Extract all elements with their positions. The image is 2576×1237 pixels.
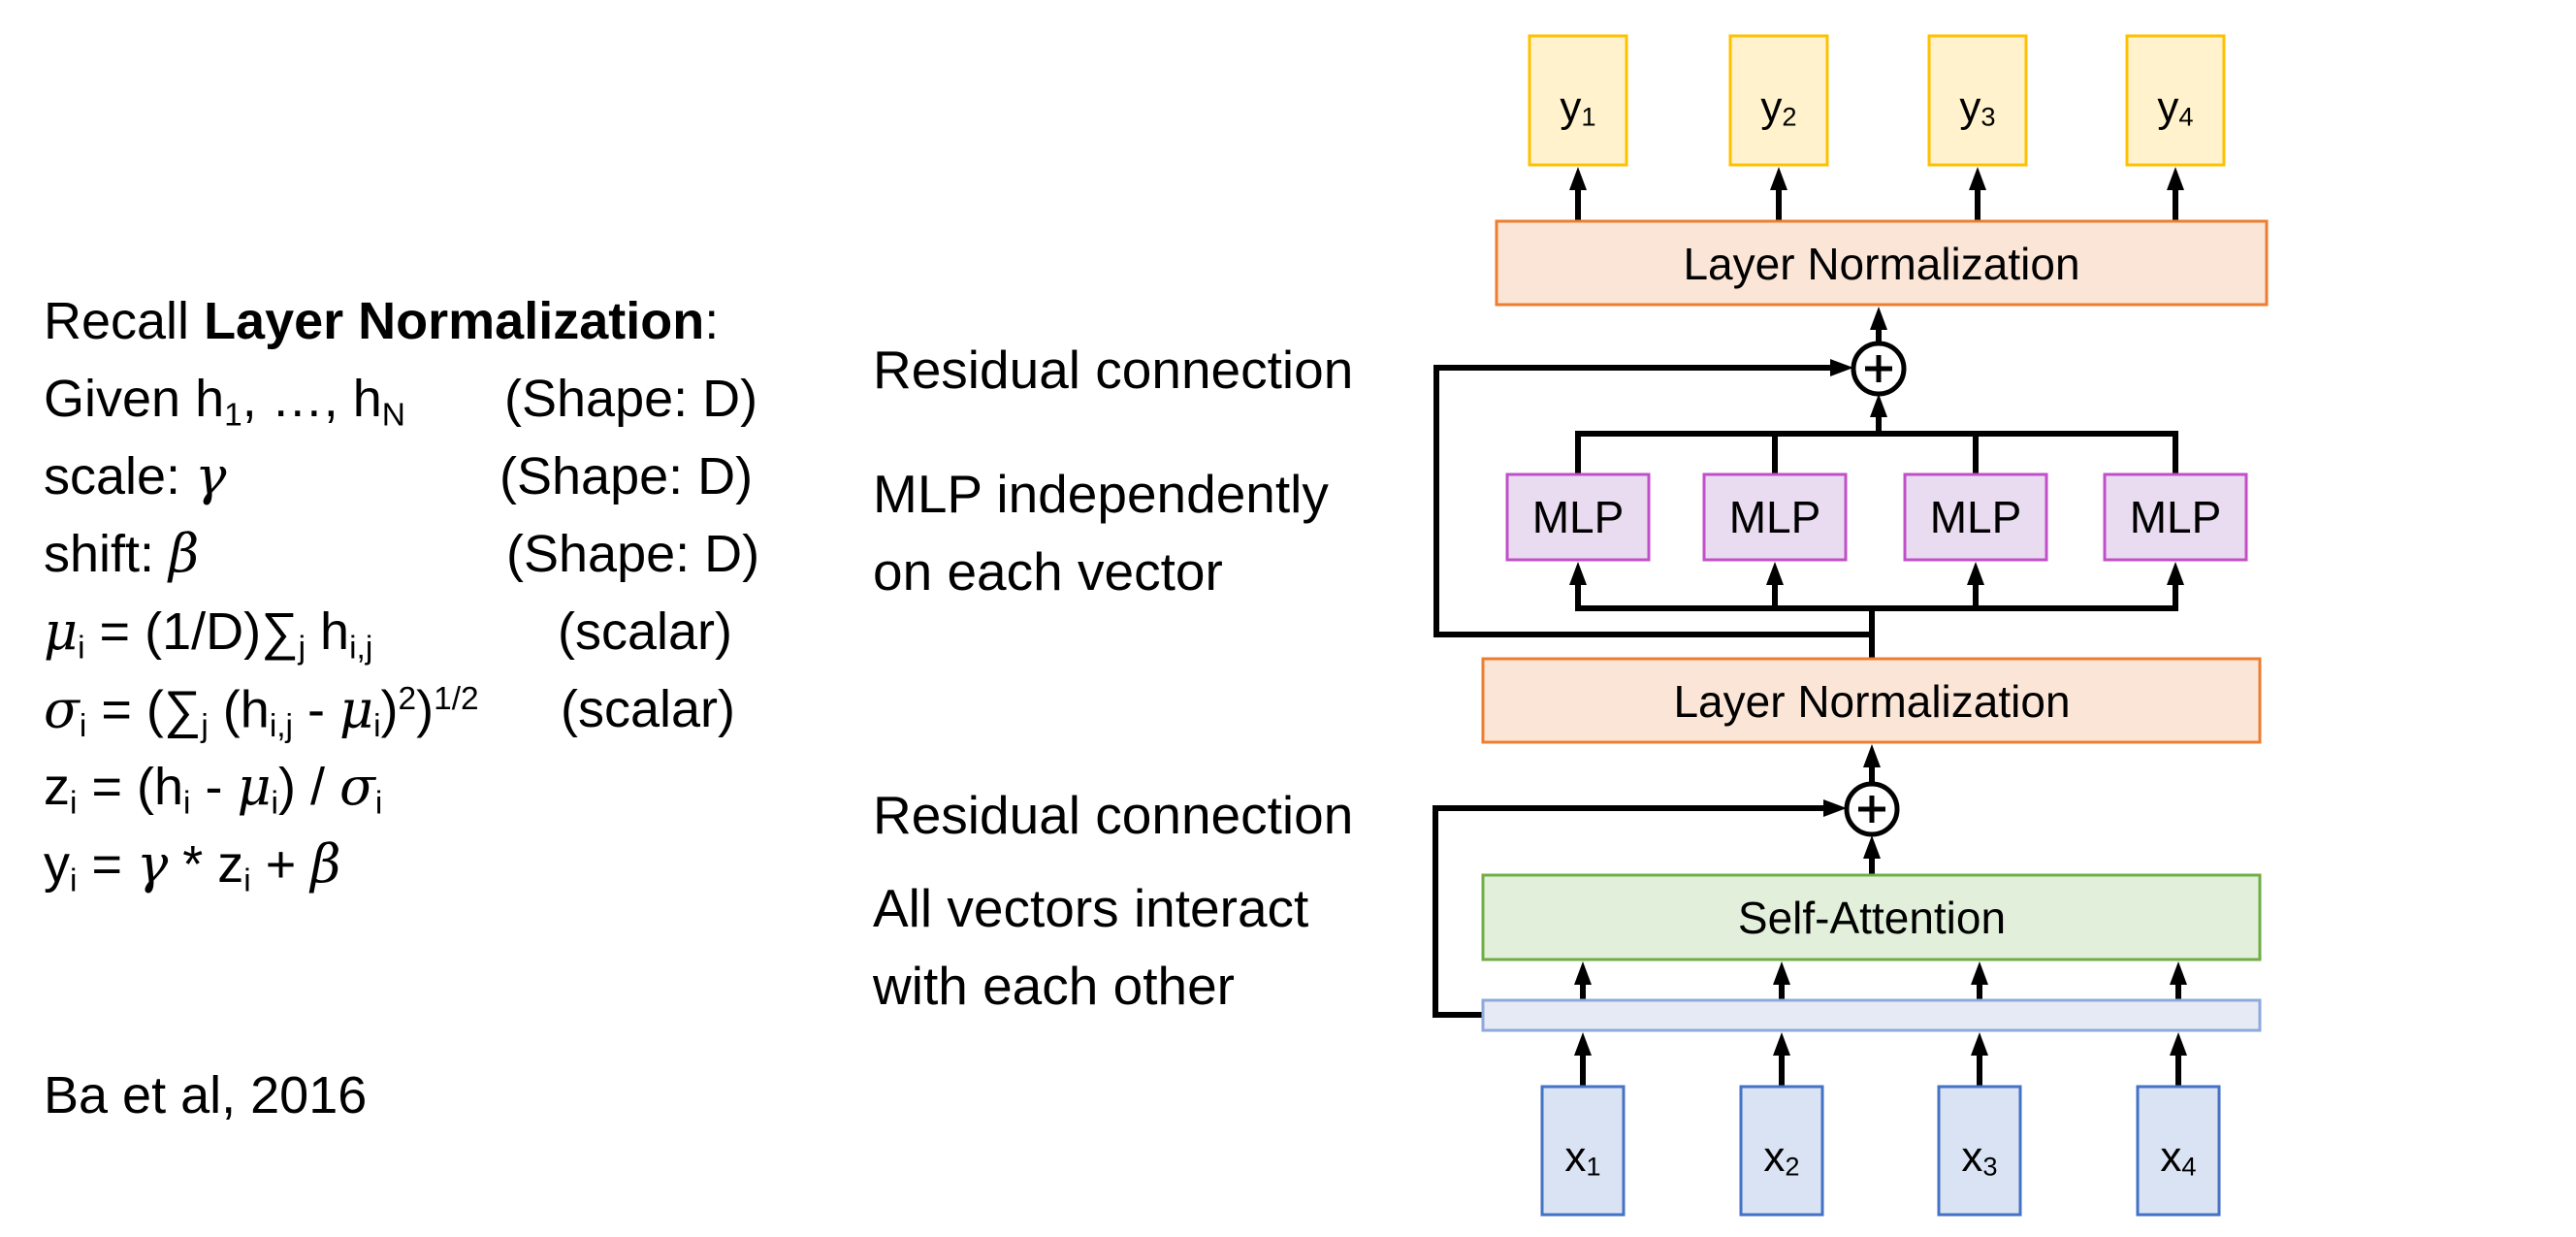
mlp-bus-to-plus-arrow bbox=[1870, 394, 1887, 417]
input-label-1: x1 bbox=[1564, 1133, 1600, 1182]
given-line: Given h1, …, hN bbox=[44, 370, 405, 434]
output-arrow-4 bbox=[2167, 167, 2184, 190]
mlp-box-4 bbox=[2103, 472, 2248, 562]
mean-formula: μi = (1/D)∑j hi,j bbox=[44, 601, 373, 667]
std-formula: σi = (∑j (hi,j - μi)2)1/2 bbox=[44, 678, 479, 744]
output-label-1: y1 bbox=[1560, 83, 1595, 132]
input-arrow-4 bbox=[2170, 1032, 2187, 1056]
residual-top-arrow bbox=[1830, 359, 1853, 376]
y-formula: yi = γ * zi + β bbox=[44, 833, 341, 899]
layer-norm-title-bold: Layer Normalization bbox=[204, 292, 705, 350]
input-box-1 bbox=[1540, 1085, 1626, 1217]
residual-connection-label-top: Residual connection bbox=[873, 340, 1354, 400]
mlp-box-2 bbox=[1702, 472, 1848, 562]
input-label-2: x2 bbox=[1763, 1133, 1799, 1182]
input-box-4 bbox=[2136, 1085, 2221, 1217]
input-arrow-1 bbox=[1574, 1032, 1592, 1056]
input-label-4: x4 bbox=[2160, 1133, 2196, 1182]
mlp-in-arrow-3 bbox=[1967, 562, 1984, 585]
bar-to-sa-arrow-2 bbox=[1773, 961, 1790, 985]
mlp-label-3: MLP bbox=[1930, 492, 2022, 542]
z-formula: zi = (hi - μi) / σi bbox=[44, 756, 383, 822]
arrowheads bbox=[1569, 167, 2187, 1056]
output-arrow-1 bbox=[1569, 167, 1587, 190]
layer-norm-title: Recall Layer Normalization: bbox=[44, 292, 720, 350]
mlp-box-3 bbox=[1903, 472, 2048, 562]
layer-norm-top-label: Layer Normalization bbox=[1683, 239, 2079, 289]
input-label-3: x3 bbox=[1961, 1133, 1997, 1182]
output-label-4: y4 bbox=[2157, 83, 2193, 132]
scale-line: scale: γ bbox=[44, 445, 227, 506]
output-arrow-3 bbox=[1969, 167, 1986, 190]
plus-bottom-to-ln-arrow bbox=[1863, 744, 1881, 767]
attention-label-line1: All vectors interact bbox=[873, 878, 1309, 938]
mlp-box-1 bbox=[1505, 472, 1651, 562]
mlp-label-2: MLP bbox=[1729, 492, 1821, 542]
plus-top-to-ln-arrow bbox=[1870, 307, 1887, 330]
input-box-3 bbox=[1937, 1085, 2022, 1217]
mlp-in-arrow-1 bbox=[1569, 562, 1587, 585]
citation: Ba et al, 2016 bbox=[44, 1066, 368, 1124]
bar-to-sa-arrow-1 bbox=[1574, 961, 1592, 985]
mlp-in-arrow-2 bbox=[1766, 562, 1784, 585]
scale-shape-note: (Shape: D) bbox=[499, 447, 754, 505]
std-scalar-note: (scalar) bbox=[561, 680, 736, 738]
mlp-label-4: MLP bbox=[2130, 492, 2222, 542]
residual-connection-label-bottom: Residual connection bbox=[873, 785, 1354, 845]
layer-norm-bottom-box bbox=[1481, 657, 2262, 744]
mlp-label-1: MLP bbox=[1532, 492, 1625, 542]
self-attention-label: Self-Attention bbox=[1738, 893, 2006, 943]
layer-norm-bottom-label: Layer Normalization bbox=[1673, 676, 2070, 727]
self-attention-box bbox=[1481, 873, 2262, 961]
shift-shape-note: (Shape: D) bbox=[506, 525, 760, 583]
input-arrow-2 bbox=[1773, 1032, 1790, 1056]
layer-norm-top-box bbox=[1495, 219, 2269, 307]
gamma-symbol: γ bbox=[195, 445, 227, 506]
mlp-in-arrow-4 bbox=[2167, 562, 2184, 585]
mean-scalar-note: (scalar) bbox=[558, 602, 733, 661]
input-box-2 bbox=[1739, 1085, 1824, 1217]
connection-lines bbox=[1433, 187, 2181, 1089]
output-arrow-2 bbox=[1770, 167, 1787, 190]
input-arrow-3 bbox=[1971, 1032, 1988, 1056]
shift-line: shift: β bbox=[44, 523, 200, 584]
bar-to-sa-arrow-4 bbox=[2170, 961, 2187, 985]
residual-bottom-arrow bbox=[1823, 799, 1847, 817]
output-label-2: y2 bbox=[1760, 83, 1796, 132]
output-box-2 bbox=[1728, 34, 1829, 167]
sa-to-plus-arrow bbox=[1863, 835, 1881, 859]
bar-to-sa-arrow-3 bbox=[1971, 961, 1988, 985]
beta-symbol: β bbox=[169, 523, 200, 584]
attention-label-line2: with each other bbox=[873, 956, 1235, 1016]
mlp-label-line2: on each vector bbox=[873, 541, 1223, 602]
output-box-3 bbox=[1927, 34, 2028, 167]
output-box-1 bbox=[1528, 34, 1628, 167]
input-concat-bar bbox=[1481, 998, 2262, 1032]
mlp-label-line1: MLP independently bbox=[873, 464, 1329, 524]
output-box-4 bbox=[2125, 34, 2226, 167]
given-shape-note: (Shape: D) bbox=[504, 370, 758, 428]
output-label-3: y3 bbox=[1959, 83, 1995, 132]
